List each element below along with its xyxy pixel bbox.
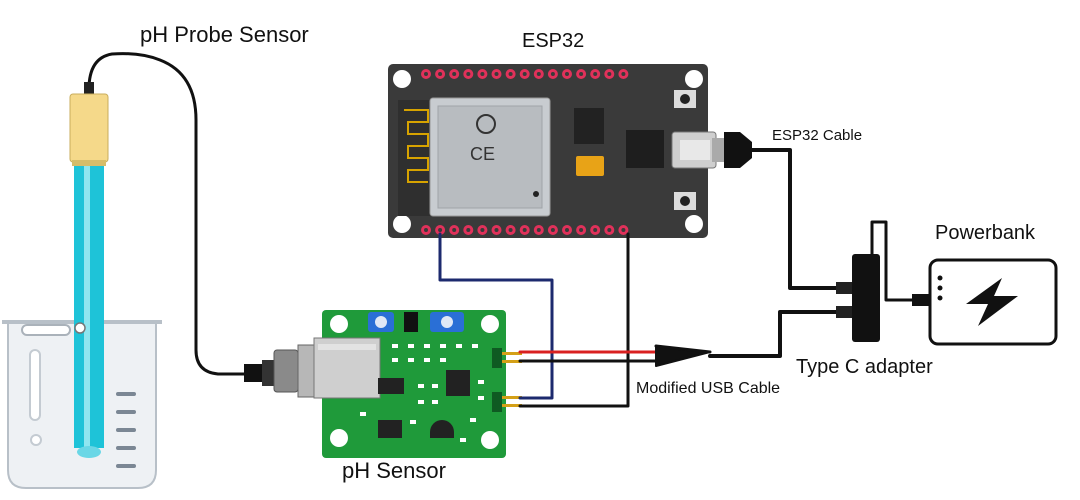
esp32-pin-hole	[452, 228, 457, 232]
esp32-pin-hole	[466, 72, 471, 76]
esp32-pin-hole	[550, 72, 555, 76]
esp32-pin-hole	[494, 72, 499, 76]
esp32-pin-hole	[480, 228, 485, 232]
label-powerbank: Powerbank	[935, 222, 1036, 244]
svg-text:CE: CE	[470, 144, 495, 164]
esp32-pin-hole	[466, 228, 471, 232]
esp32-pin-hole	[522, 228, 527, 232]
esp32-pin-hole	[452, 72, 457, 76]
esp32-pin-hole	[438, 228, 443, 232]
esp32-pin-hole	[424, 228, 428, 232]
ph-probe	[69, 52, 250, 458]
powerbank	[912, 258, 1058, 346]
esp32-pin-hole	[508, 72, 513, 76]
esp32-pin-hole	[536, 228, 541, 232]
esp32-pin-hole	[579, 72, 584, 76]
ph-sensor-board	[313, 310, 522, 458]
type-c-adapter	[836, 254, 880, 342]
esp32-pin-hole	[579, 228, 584, 232]
esp32-pin-hole	[607, 72, 612, 76]
esp32-cable-plug	[712, 132, 752, 168]
esp32-pin-hole	[593, 72, 598, 76]
esp32-pin-hole	[494, 228, 499, 232]
esp32-pin-hole	[536, 72, 541, 76]
esp32-pin-hole	[508, 228, 513, 232]
label-ph-sensor: pH Sensor	[342, 458, 446, 483]
esp32-pin-hole	[621, 228, 626, 232]
esp32-pin-hole	[522, 72, 527, 76]
esp32-pin-hole	[565, 72, 569, 76]
esp32-pin-hole	[438, 72, 443, 76]
esp32-pin-hole	[424, 72, 428, 76]
esp32-pin-hole	[480, 72, 485, 76]
label-type-c-adapter: Type C adapter	[796, 356, 933, 378]
esp32-board: CE	[388, 64, 717, 238]
wires	[438, 148, 914, 408]
esp32-pin-hole	[607, 228, 612, 232]
lightning-icon	[966, 278, 1018, 326]
esp32-pin-hole	[621, 72, 626, 76]
label-esp32: ESP32	[522, 30, 585, 52]
esp32-pin-hole	[550, 228, 555, 232]
label-modified-usb-cable: Modified USB Cable	[636, 380, 781, 397]
label-esp32-cable: ESP32 Cable	[772, 127, 863, 144]
label-ph-probe-sensor: pH Probe Sensor	[140, 22, 309, 47]
esp32-pin-hole	[593, 228, 598, 232]
esp32-pin-hole	[565, 228, 569, 232]
